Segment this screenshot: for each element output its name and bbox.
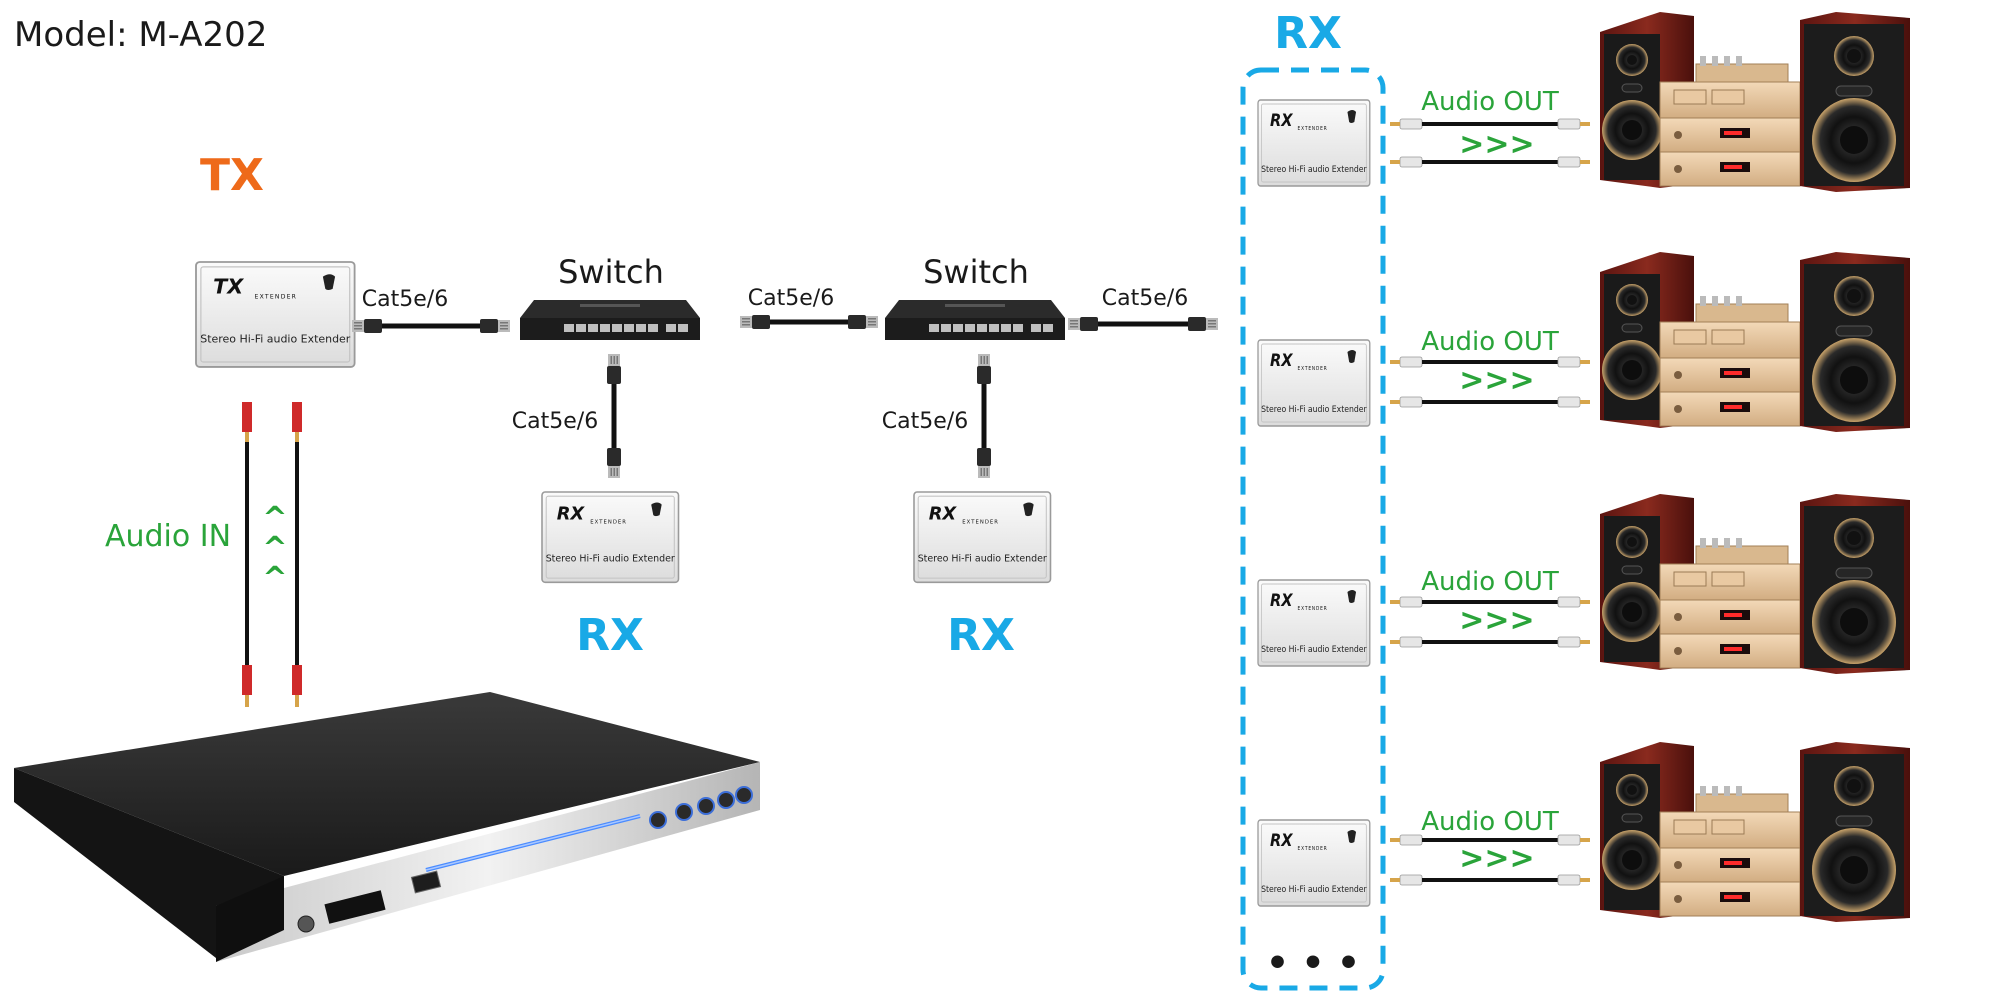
cable-label-switches: Cat5e/6 [748, 286, 834, 311]
rx-column-box [1240, 67, 1386, 991]
audio-in-arrow-2: ^ [262, 531, 287, 566]
speaker-system-2 [1599, 251, 1911, 433]
rx-unit-logo-sub: EXTENDER [1298, 846, 1328, 852]
rx-unit-logo: RX [1270, 350, 1293, 370]
audio-out-label: Audio OUT [1421, 567, 1559, 597]
rx-unit-logo: RX [1270, 590, 1293, 610]
cable-switch1-rx1 [607, 354, 621, 478]
rx-column-unit-4: RX EXTENDER Stereo Hi-Fi audio Extender [1257, 819, 1371, 907]
rx-column-unit-1: RX EXTENDER Stereo Hi-Fi audio Extender [1257, 99, 1371, 187]
rx-extender-unit-1: RX EXTENDER Stereo Hi-Fi audio Extender [541, 491, 680, 584]
audio-out-label: Audio OUT [1421, 807, 1559, 837]
audio-in-cables [242, 402, 302, 707]
audio-out-arrows: >>> [1459, 841, 1534, 876]
tx-unit-caption: Stereo Hi-Fi audio Extender [200, 333, 351, 346]
audio-out-row-2: Audio OUT >>> [1389, 327, 1591, 408]
audio-out-label: Audio OUT [1421, 327, 1559, 357]
rx-unit-logo-sub: EXTENDER [962, 520, 999, 526]
rca-cable-right [292, 402, 302, 707]
audio-out-arrows: >>> [1459, 127, 1534, 162]
dvd-player [14, 692, 760, 962]
rx-unit-logo: RX [1270, 830, 1293, 850]
rx-unit-logo-sub: EXTENDER [1298, 606, 1328, 612]
audio-in-arrow-1: ^ [262, 501, 287, 536]
rca-cable-left [242, 402, 252, 707]
cable-label-rx-group: Cat5e/6 [1102, 286, 1188, 311]
cable-switch2-rx2 [977, 354, 991, 478]
rx-unit-caption: Stereo Hi-Fi audio Extender [1261, 163, 1367, 174]
rx-unit-caption: Stereo Hi-Fi audio Extender [1261, 883, 1367, 894]
speaker-system-1 [1599, 11, 1911, 193]
cable-tx-switch1 [352, 319, 510, 333]
rx-unit-logo: RX [1270, 110, 1293, 130]
speaker-system-3 [1599, 493, 1911, 675]
cable-switch2-rx-group [1068, 317, 1218, 331]
rx-unit-logo: RX [929, 503, 958, 524]
audio-out-row-3: Audio OUT >>> [1389, 567, 1591, 648]
rx-1-label: RX [576, 610, 644, 661]
network-switch-2 [885, 300, 1065, 340]
audio-out-row-4: Audio OUT >>> [1389, 807, 1591, 886]
audio-out-arrows: >>> [1459, 363, 1534, 398]
cable-switch1-switch2 [740, 315, 878, 329]
rx-2-label: RX [947, 610, 1015, 661]
speaker-system-4 [1599, 741, 1911, 923]
switch-2-label: Switch [923, 253, 1029, 291]
rx-unit-caption: Stereo Hi-Fi audio Extender [918, 553, 1047, 564]
tx-unit-logo-sub: EXTENDER [255, 294, 298, 301]
rx-unit-logo: RX [557, 503, 586, 524]
audio-out-arrows: >>> [1459, 603, 1534, 638]
rx-extender-unit-2: RX EXTENDER Stereo Hi-Fi audio Extender [913, 491, 1052, 584]
rx-unit-logo-sub: EXTENDER [590, 520, 627, 526]
cable-label-rx1: Cat5e/6 [512, 409, 598, 434]
rx-column-label: RX [1274, 8, 1342, 59]
audio-out-row-1: Audio OUT >>> [1389, 87, 1591, 168]
audio-out-label: Audio OUT [1421, 87, 1559, 117]
rx-column-unit-2: RX EXTENDER Stereo Hi-Fi audio Extender [1257, 339, 1371, 427]
tx-unit-logo: TX [213, 275, 244, 299]
network-switch-1 [520, 300, 700, 340]
cable-label-rx2: Cat5e/6 [882, 409, 968, 434]
audio-in-arrows: ^ ^ ^ [262, 501, 287, 596]
rx-unit-caption: Stereo Hi-Fi audio Extender [546, 553, 675, 564]
cable-label-tx: Cat5e/6 [362, 287, 448, 312]
rx-unit-caption: Stereo Hi-Fi audio Extender [1261, 403, 1367, 414]
rx-column-unit-3: RX EXTENDER Stereo Hi-Fi audio Extender [1257, 579, 1371, 667]
rx-unit-logo-sub: EXTENDER [1298, 366, 1328, 372]
rx-unit-logo-sub: EXTENDER [1298, 126, 1328, 132]
rx-column-ellipsis: • • • [1266, 943, 1360, 984]
switch-1-label: Switch [558, 253, 664, 291]
rx-unit-caption: Stereo Hi-Fi audio Extender [1261, 643, 1367, 654]
audio-in-arrow-3: ^ [262, 561, 287, 596]
tx-extender-unit: TX EXTENDER Stereo Hi-Fi audio Extender [195, 261, 356, 368]
model-label: Model: M-A202 [14, 15, 267, 55]
audio-in-label: Audio IN [105, 519, 231, 554]
tx-label: TX [200, 150, 264, 201]
